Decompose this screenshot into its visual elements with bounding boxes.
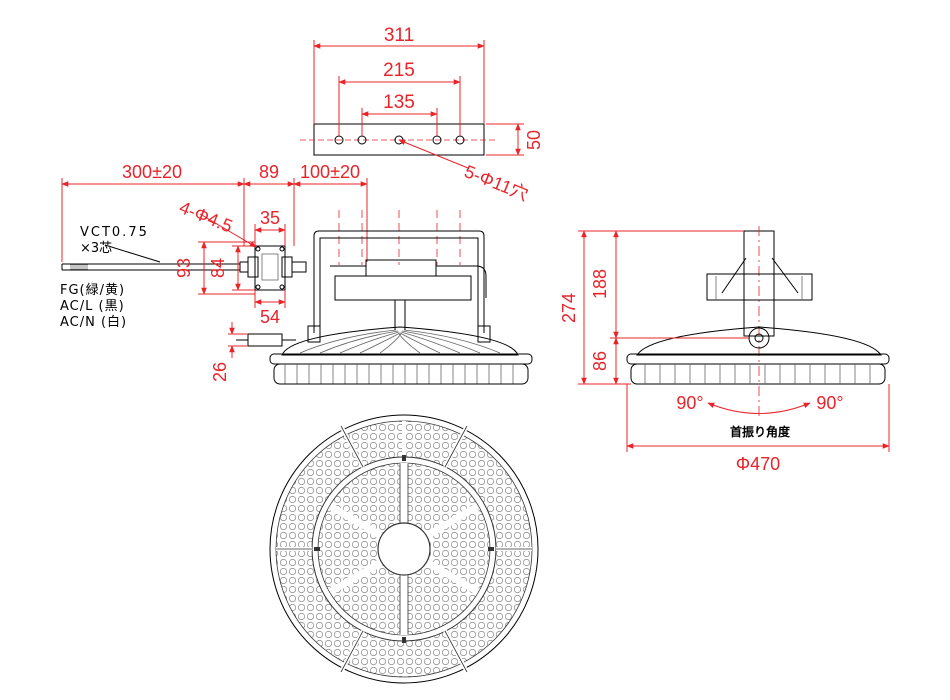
dim-311: 311 bbox=[384, 25, 414, 46]
angle-right: 90° bbox=[816, 393, 843, 413]
dim-100: 100±20 bbox=[300, 162, 360, 182]
dim-93: 93 bbox=[174, 258, 194, 278]
cable-cores: ×3芯 bbox=[80, 241, 112, 256]
power-box-view: VCT0.75 ×3芯 FG(緑/黄) AC/L (黒) AC/N (白) 30… bbox=[60, 162, 368, 382]
dim-135: 135 bbox=[383, 92, 415, 113]
wire-acl: AC/L (黒) bbox=[60, 299, 125, 314]
dim-holes: 5-Φ11穴 bbox=[462, 161, 532, 205]
dim-89: 89 bbox=[259, 162, 279, 182]
dim-84: 84 bbox=[208, 258, 228, 278]
dim-274: 274 bbox=[559, 293, 579, 323]
side-elevation: 274 188 86 90° 90° 首振り角度 Φ470 bbox=[559, 226, 890, 474]
dim-mount-holes: 4-Φ4.5 bbox=[177, 197, 236, 236]
cable-type: VCT0.75 bbox=[80, 225, 149, 240]
dim-diameter: Φ470 bbox=[736, 454, 780, 474]
front-elevation bbox=[269, 210, 533, 385]
dim-26: 26 bbox=[210, 362, 230, 382]
swing-label: 首振り角度 bbox=[730, 424, 791, 439]
dim-35: 35 bbox=[260, 208, 280, 228]
wire-acn: AC/N (白) bbox=[60, 314, 127, 330]
wire-fg: FG(緑/黄) bbox=[60, 283, 125, 298]
dim-86: 86 bbox=[590, 351, 610, 371]
angle-left: 90° bbox=[676, 393, 703, 413]
led-face-view bbox=[269, 414, 539, 684]
dim-215: 215 bbox=[383, 60, 415, 81]
dim-300: 300±20 bbox=[122, 162, 182, 182]
dim-50: 50 bbox=[524, 130, 544, 150]
dim-188: 188 bbox=[590, 269, 610, 299]
dim-54: 54 bbox=[260, 307, 280, 327]
